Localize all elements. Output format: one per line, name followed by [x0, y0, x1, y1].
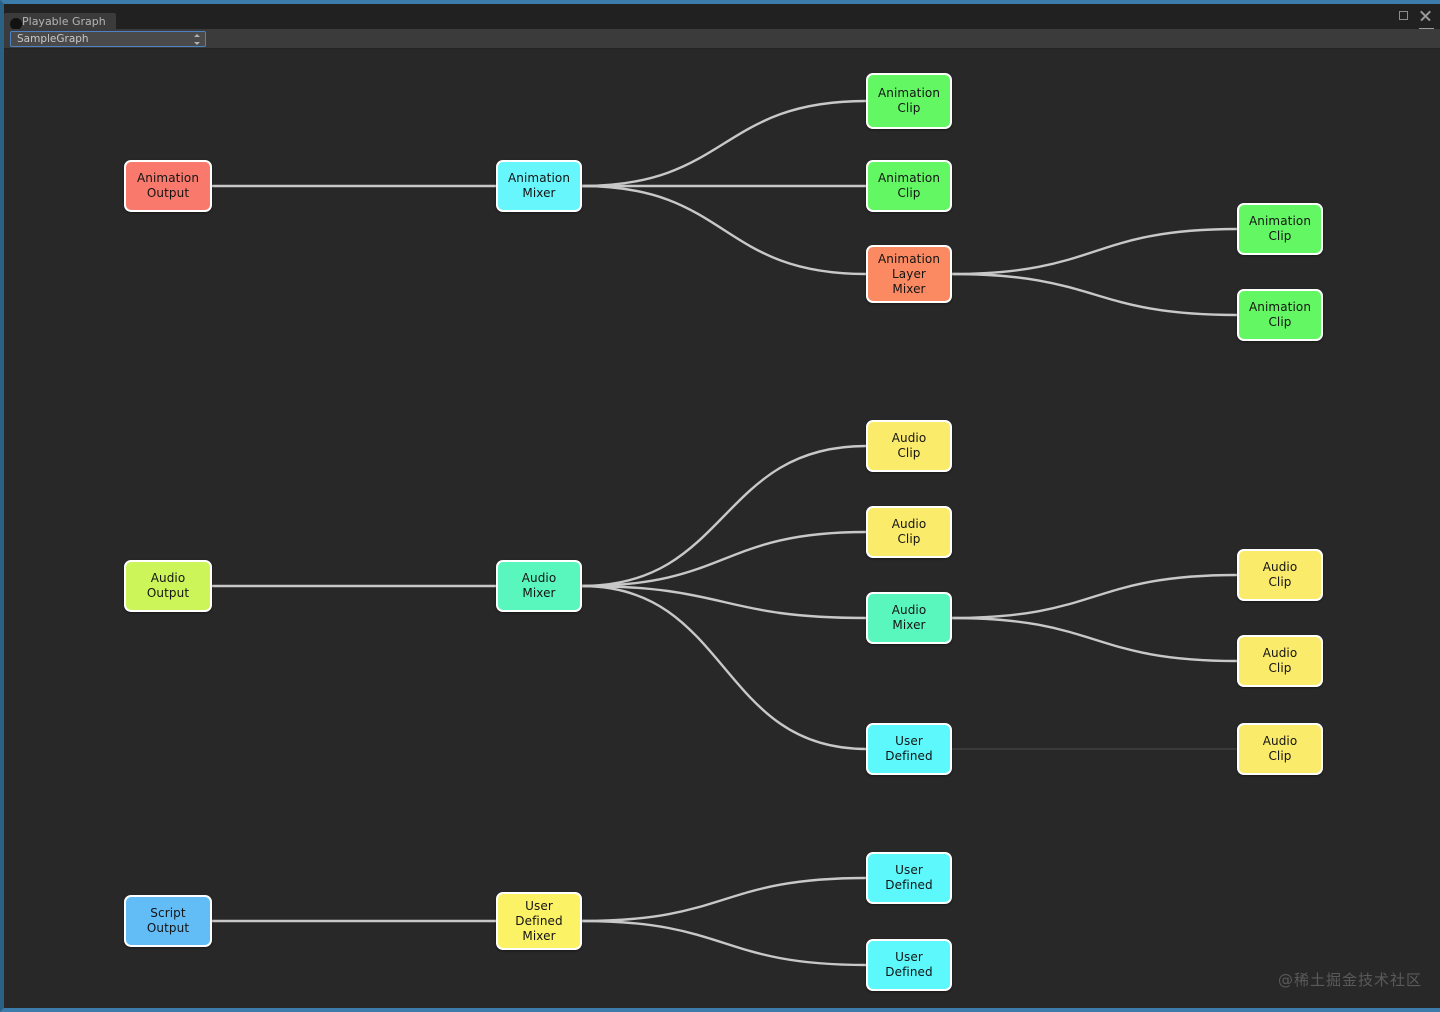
graph-node-animation-mixer[interactable]: Animation Mixer: [496, 160, 582, 212]
graph-node-label: Audio Clip: [1262, 560, 1298, 589]
graph-node-label: Animation Output: [136, 171, 200, 200]
graph-node-label: User Defined: [885, 863, 933, 892]
graph-edge: [950, 573, 1239, 620]
graph-node-audio-clip[interactable]: Audio Clip: [1237, 723, 1323, 775]
close-icon[interactable]: [1419, 9, 1432, 22]
graph-node-label: Audio Output: [146, 571, 190, 600]
graph-selector-value: SampleGraph: [17, 33, 89, 45]
graph-node-user-defined[interactable]: User Defined: [866, 723, 952, 775]
graph-node-animation-output[interactable]: Animation Output: [124, 160, 212, 212]
graph-edge: [950, 272, 1239, 317]
graph-edge: [950, 616, 1239, 663]
graph-node-label: Script Output: [146, 906, 190, 935]
graph-node-label: Audio Clip: [1262, 646, 1298, 675]
graph-node-label: Animation Clip: [877, 86, 941, 115]
graph-node-animation-clip[interactable]: Animation Clip: [1237, 203, 1323, 255]
graph-edge: [580, 876, 868, 923]
graph-node-animation-layer-mixer[interactable]: Animation Layer Mixer: [866, 245, 952, 303]
graph-edge: [580, 444, 868, 588]
graph-node-label: Animation Mixer: [507, 171, 571, 200]
graph-node-label: Animation Clip: [1248, 214, 1312, 243]
tab-label: Playable Graph: [22, 15, 106, 28]
graph-edge: [580, 584, 868, 751]
graph-node-label: Audio Mixer: [521, 571, 557, 600]
graph-node-label: User Defined Mixer: [515, 898, 563, 943]
graph-node-audio-output[interactable]: Audio Output: [124, 560, 212, 612]
graph-node-label: Animation Clip: [877, 171, 941, 200]
graph-node-user-defined-mixer[interactable]: User Defined Mixer: [496, 892, 582, 950]
graph-node-label: User Defined: [885, 734, 933, 763]
graph-node-user-defined[interactable]: User Defined: [866, 852, 952, 904]
tab-playable-graph[interactable]: Playable Graph: [4, 13, 116, 31]
graph-node-audio-clip[interactable]: Audio Clip: [1237, 635, 1323, 687]
graph-edge: [580, 184, 868, 276]
graph-edge: [580, 99, 868, 188]
toolbar: SampleGraph: [4, 29, 1440, 49]
window-controls: [1399, 9, 1432, 22]
chevron-updown-icon: [193, 34, 200, 45]
graph-node-audio-mixer[interactable]: Audio Mixer: [866, 592, 952, 644]
graph-node-label: Audio Clip: [891, 431, 927, 460]
graph-node-label: Audio Clip: [1262, 734, 1298, 763]
graph-node-label: Animation Clip: [1248, 300, 1312, 329]
graph-node-audio-clip[interactable]: Audio Clip: [866, 506, 952, 558]
graph-node-audio-clip[interactable]: Audio Clip: [1237, 549, 1323, 601]
graph-node-label: Audio Mixer: [891, 603, 927, 632]
graph-edge: [580, 919, 868, 967]
graph-node-label: User Defined: [885, 950, 933, 979]
graph-node-animation-clip[interactable]: Animation Clip: [866, 73, 952, 129]
graph-edge: [950, 227, 1239, 276]
circle-icon: [10, 18, 22, 30]
graph-node-script-output[interactable]: Script Output: [124, 895, 212, 947]
graph-edge: [580, 584, 868, 620]
graph-node-animation-clip[interactable]: Animation Clip: [866, 160, 952, 212]
graph-node-user-defined[interactable]: User Defined: [866, 939, 952, 991]
graph-node-label: Audio Clip: [891, 517, 927, 546]
graph-node-audio-clip[interactable]: Audio Clip: [866, 420, 952, 472]
maximize-icon[interactable]: [1399, 11, 1408, 20]
graph-node-animation-clip[interactable]: Animation Clip: [1237, 289, 1323, 341]
graph-selector-dropdown[interactable]: SampleGraph: [10, 31, 206, 47]
title-bar: Playable Graph: [4, 4, 1440, 39]
graph-node-label: Animation Layer Mixer: [877, 251, 941, 296]
graph-node-audio-mixer[interactable]: Audio Mixer: [496, 560, 582, 612]
graph-edge: [580, 530, 868, 588]
graph-edges: [210, 99, 1239, 967]
